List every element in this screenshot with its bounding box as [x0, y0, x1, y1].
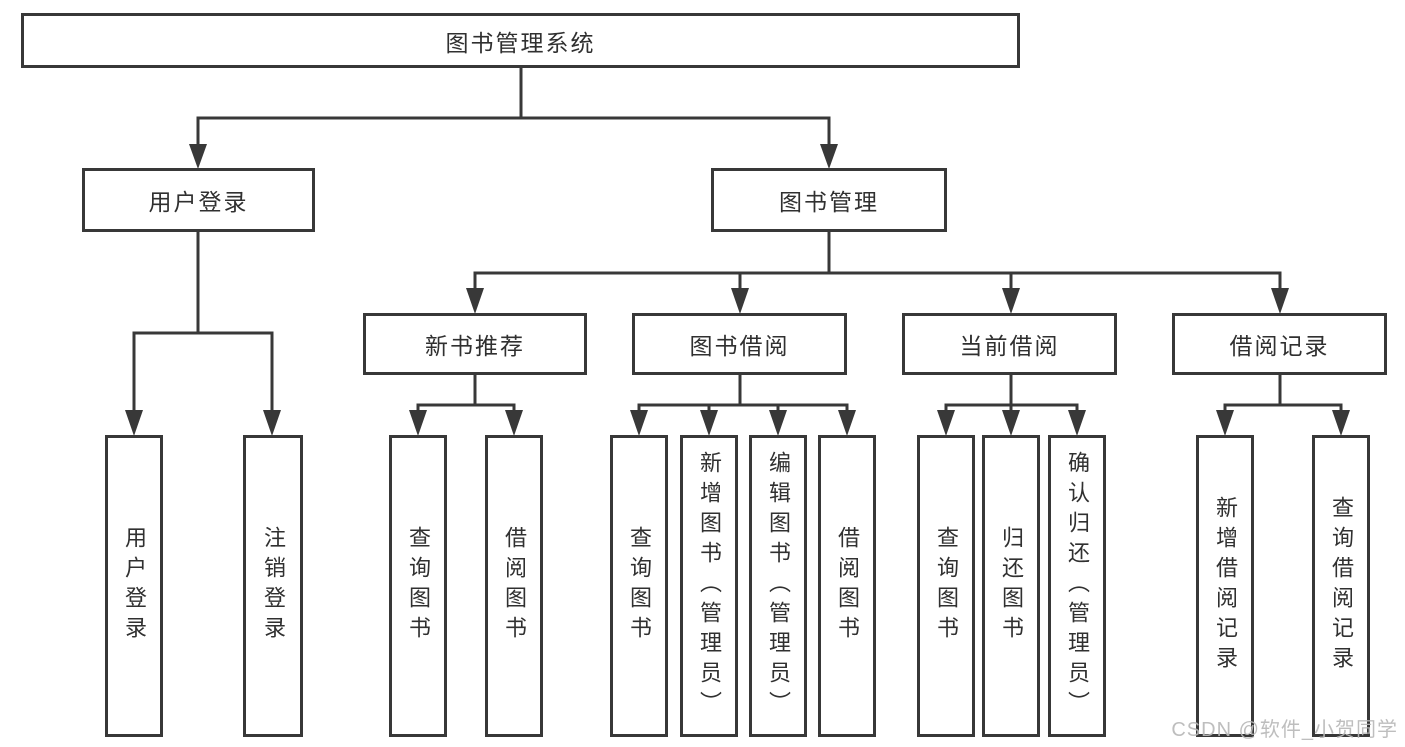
connector-current-borrow-children — [937, 373, 1086, 436]
node-leaf-user-login: 用户登录 — [105, 435, 163, 737]
node-book-borrow: 图书借阅 — [632, 313, 847, 375]
node-leaf-bb-query-books: 查询图书 — [610, 435, 668, 737]
node-leaf-rec-borrow-books: 借阅图书 — [485, 435, 543, 737]
arrowhead-icon — [769, 410, 787, 436]
node-leaf-br-add-record: 新增借阅记录 — [1196, 435, 1254, 737]
connector-new-book-rec-children — [409, 373, 523, 436]
node-leaf-cb-return-books: 归还图书 — [982, 435, 1040, 737]
node-borrow-record: 借阅记录 — [1172, 313, 1387, 375]
node-leaf-logout: 注销登录 — [243, 435, 303, 737]
node-root: 图书管理系统 — [21, 13, 1020, 68]
arrowhead-icon — [505, 410, 523, 436]
node-leaf-rec-query-books: 查询图书 — [389, 435, 447, 737]
arrowhead-icon — [1002, 410, 1020, 436]
node-leaf-bb-add-books-admin: 新增图书（管理员） — [680, 435, 738, 737]
arrowhead-icon — [263, 410, 281, 436]
arrowhead-icon — [630, 410, 648, 436]
arrowhead-icon — [1216, 410, 1234, 436]
arrowhead-icon — [731, 288, 749, 314]
connector-borrow-record-children — [1216, 373, 1350, 436]
arrowhead-icon — [820, 144, 838, 169]
arrowhead-icon — [189, 144, 207, 169]
node-new-book-rec: 新书推荐 — [363, 313, 587, 375]
connector-root-children — [189, 66, 838, 169]
connector-book-borrow-children — [630, 373, 856, 436]
arrowhead-icon — [838, 410, 856, 436]
node-book-mgmt: 图书管理 — [711, 168, 947, 232]
connector-user-login-children — [125, 230, 281, 436]
node-leaf-cb-confirm-return-admin: 确认归还（管理员） — [1048, 435, 1106, 737]
arrowhead-icon — [700, 410, 718, 436]
arrowhead-icon — [1068, 410, 1086, 436]
arrowhead-icon — [125, 410, 143, 436]
node-user-login: 用户登录 — [82, 168, 315, 232]
node-leaf-bb-edit-books-admin: 编辑图书（管理员） — [749, 435, 807, 737]
arrowhead-icon — [1002, 288, 1020, 314]
arrowhead-icon — [466, 288, 484, 314]
arrowhead-icon — [409, 410, 427, 436]
node-current-borrow: 当前借阅 — [902, 313, 1117, 375]
node-leaf-br-query-record: 查询借阅记录 — [1312, 435, 1370, 737]
connector-book-mgmt-children — [466, 230, 1289, 314]
arrowhead-icon — [937, 410, 955, 436]
arrowhead-icon — [1332, 410, 1350, 436]
node-leaf-bb-borrow-books: 借阅图书 — [818, 435, 876, 737]
arrowhead-icon — [1271, 288, 1289, 314]
node-leaf-cb-query-books: 查询图书 — [917, 435, 975, 737]
